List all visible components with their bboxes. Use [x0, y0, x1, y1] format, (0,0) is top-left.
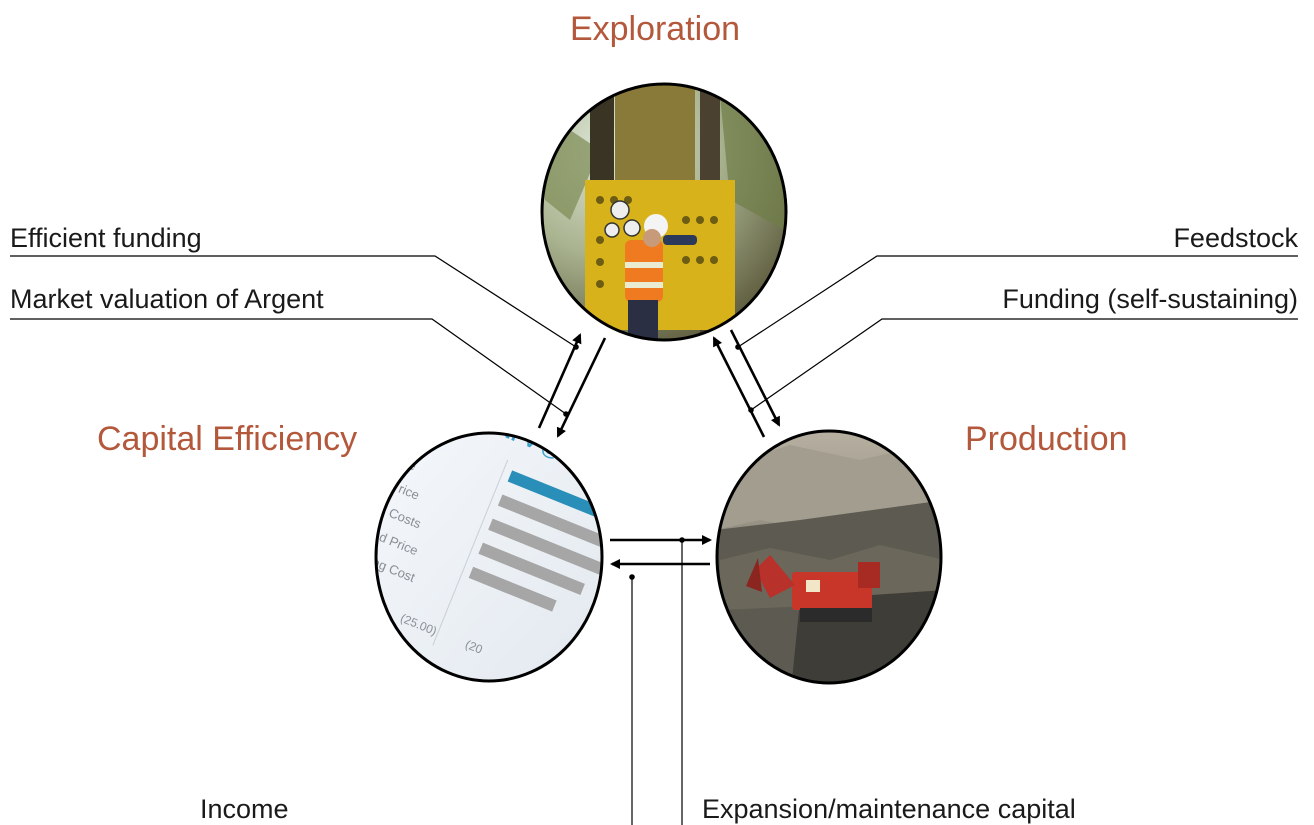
leader-dot-expansion-capital [679, 537, 685, 543]
leader-dot-feedstock [735, 344, 741, 350]
leader-funding [750, 318, 1298, 411]
capital-efficiency-heading: Capital Efficiency [97, 420, 357, 458]
leader-market-valuation [10, 318, 567, 415]
leader-dot-funding [748, 407, 754, 413]
label-expansion-capital: Expansion/maintenance capital [702, 794, 1076, 824]
npv-photo-row-2: rice [397, 481, 422, 503]
leader-dot-market-valuation [563, 411, 569, 417]
leader-efficient-funding [10, 255, 577, 348]
label-feedstock: Feedstock [1173, 223, 1298, 253]
drill-rig-photo [542, 84, 786, 340]
excavator-photo [717, 431, 941, 683]
leader-dot-efficient-funding [573, 344, 579, 350]
exploration-circle [540, 82, 788, 342]
arrow-production-to-exploration [712, 336, 766, 438]
label-market-valuation: Market valuation of Argent [10, 284, 324, 314]
arrow-exploration-to-capital [556, 337, 607, 438]
leader-feedstock [737, 255, 1298, 348]
arrow-capital-to-exploration [537, 333, 582, 429]
label-efficient-funding: Efficient funding [10, 223, 202, 253]
capital-efficiency-circle [374, 431, 604, 683]
production-heading: Production [965, 420, 1128, 458]
npv-chart-photo: NPV @ 10% e rice Costs d Price ing Cost … [376, 433, 602, 681]
label-income: Income [200, 794, 289, 824]
exploration-heading: Exploration [570, 10, 740, 48]
label-funding: Funding (self-sustaining) [1002, 284, 1298, 314]
npv-photo-tick-2: (20 [463, 637, 485, 657]
leader-dot-income [629, 574, 635, 580]
production-circle [715, 429, 943, 685]
